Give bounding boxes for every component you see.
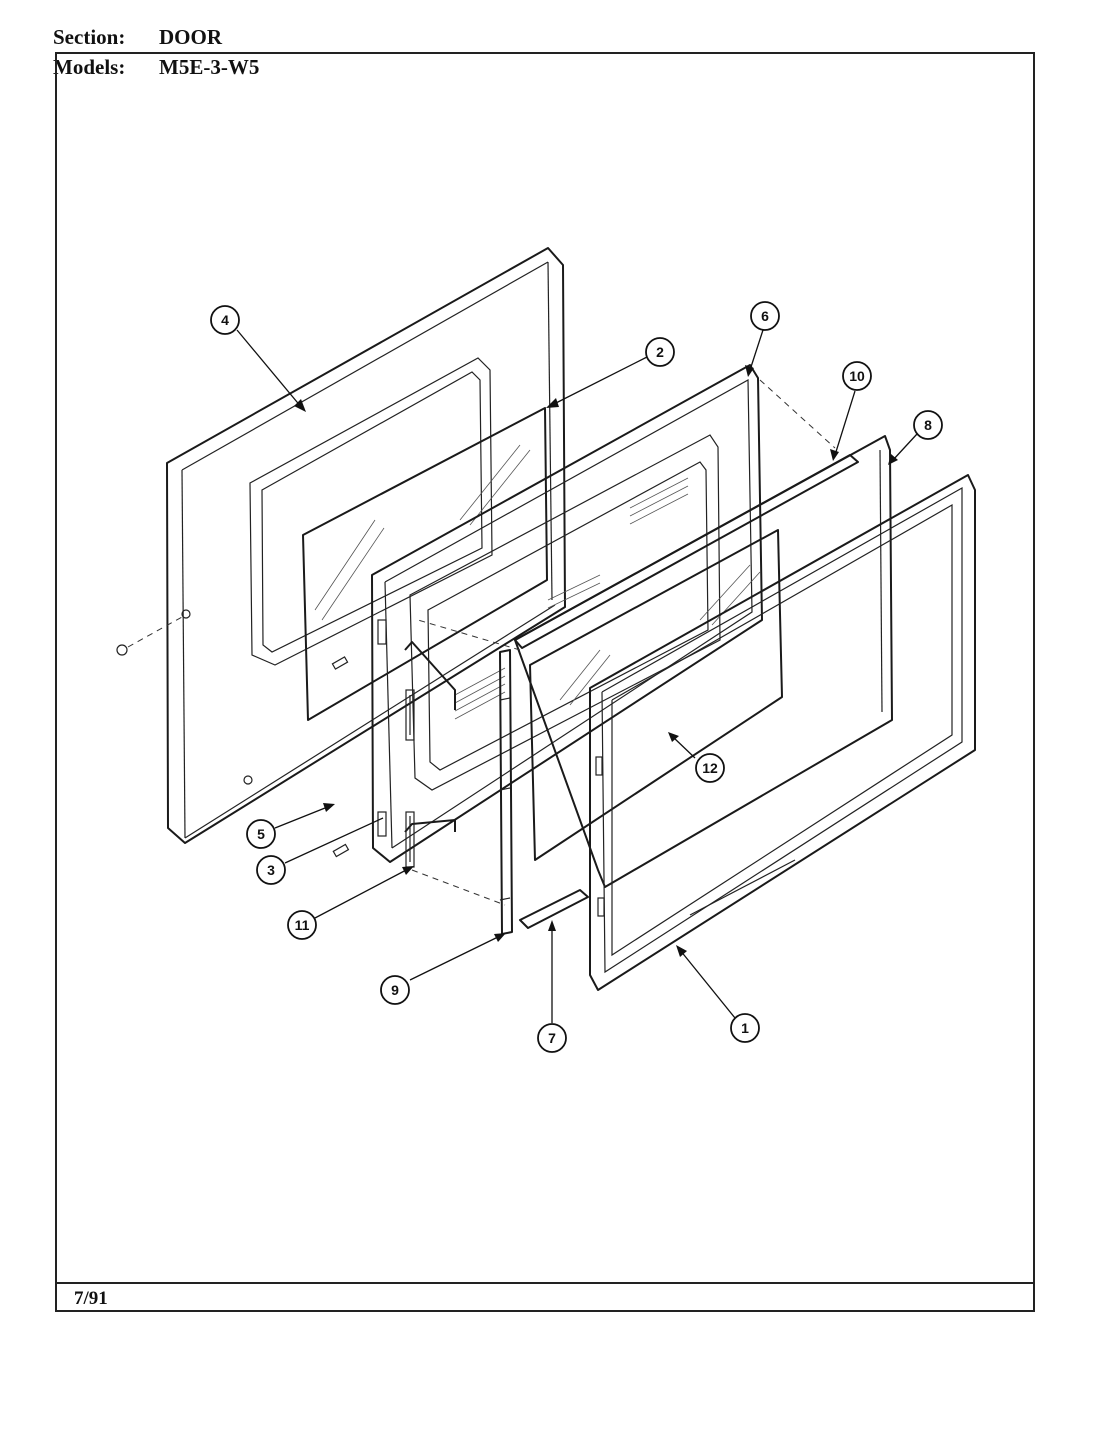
callout-label: 9 [391,982,399,998]
back-panel-part [116,247,566,844]
callout-3: 3 [256,855,286,885]
callout-label: 12 [702,760,718,776]
bottom-trim-part [519,889,589,929]
models-header: Models: M5E-3-W5 [53,57,259,78]
callout-label: 5 [257,826,265,842]
vent-perforation [454,477,689,720]
callout-12: 12 [695,753,725,783]
callout-1: 1 [730,1013,760,1043]
callout-8: 8 [913,410,943,440]
callout-label: 4 [221,312,229,328]
top-trim-part [514,379,859,649]
window-glass-part [411,529,783,906]
callout-label: 7 [548,1030,556,1046]
inner-liner-part [371,364,763,863]
callout-label: 6 [761,308,769,324]
callout-label: 3 [267,862,275,878]
callout-11: 11 [287,910,317,940]
callout-label: 10 [849,368,865,384]
callout-leaders [236,329,918,1023]
callout-label: 1 [741,1020,749,1036]
models-value: M5E-3-W5 [159,55,260,79]
models-label: Models: [53,55,126,79]
section-header: Section: DOOR [53,27,222,48]
callout-label: 11 [295,917,310,933]
callout-10: 10 [842,361,872,391]
side-channel-part [499,649,513,935]
section-value: DOOR [159,25,222,49]
footer-rule [55,1282,1035,1284]
revision-date: 7/91 [74,1288,108,1309]
callout-2: 2 [645,337,675,367]
drawing-frame [55,52,1035,1312]
hinge-assembly-part [404,641,456,868]
glass-panel-part [302,407,548,721]
screw-part [332,843,350,858]
inner-frame-part [514,435,893,888]
callout-label: 2 [656,344,664,360]
callout-6: 6 [750,301,780,331]
callout-7: 7 [537,1023,567,1053]
section-label: Section: [53,25,126,49]
callout-9: 9 [380,975,410,1005]
front-frame-part [589,474,976,991]
callout-5: 5 [246,819,276,849]
callout-label: 8 [924,417,932,433]
callout-4: 4 [210,305,240,335]
